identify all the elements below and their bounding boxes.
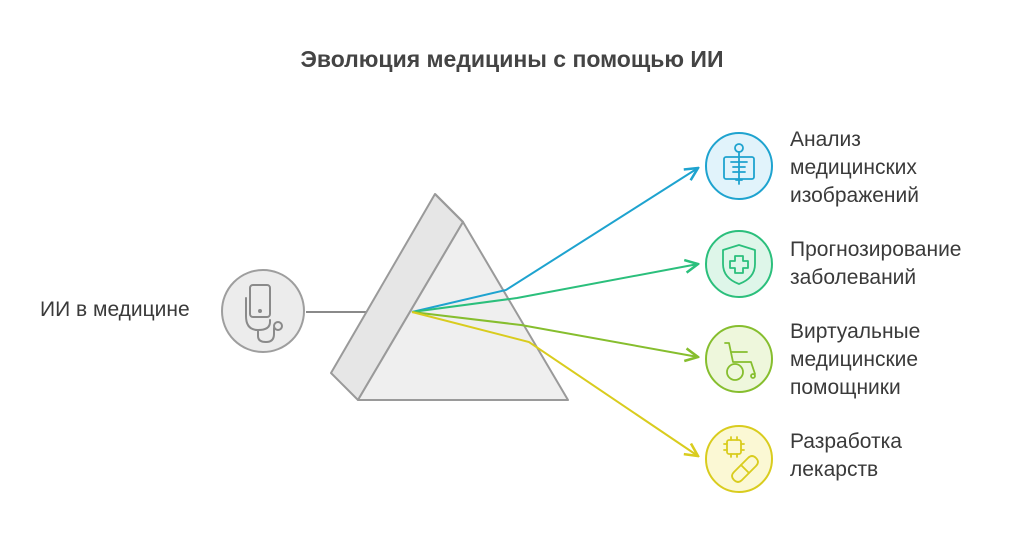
beam-assistants <box>411 311 698 357</box>
output-node-assistants <box>705 325 773 393</box>
shield-plus-icon <box>722 244 756 285</box>
output-node-drugs <box>705 425 773 493</box>
output-label-drugs: Разработка лекарств <box>790 430 902 481</box>
input-node <box>221 269 305 353</box>
beam-drugs <box>411 311 698 456</box>
beam-imaging <box>411 168 698 313</box>
output-label-prediction: Прогнозирование заболеваний <box>790 238 962 289</box>
input-label: ИИ в медицине <box>40 298 190 321</box>
stethoscope-phone-icon <box>245 284 283 343</box>
wheelchair-icon <box>724 342 756 381</box>
output-label-imaging: Анализ медицинских изображений <box>790 128 919 207</box>
output-node-imaging <box>705 132 773 200</box>
chip-pill-icon <box>723 436 759 483</box>
xray-scan-icon <box>723 143 755 185</box>
output-node-prediction <box>705 230 773 298</box>
prism <box>330 193 569 401</box>
output-label-assistants: Виртуальные медицинские помощники <box>790 320 921 399</box>
page-title: Эволюция медицины с помощью ИИ <box>300 46 724 72</box>
beam-prediction <box>411 264 698 313</box>
